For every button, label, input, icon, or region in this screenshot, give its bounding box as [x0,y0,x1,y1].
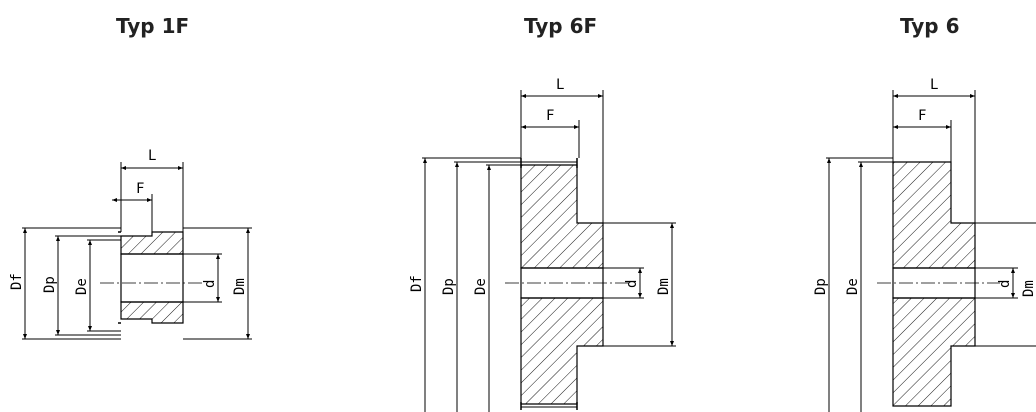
title-typ-6: Typ 6 [900,14,960,38]
label-L-1f: L [148,148,156,164]
label-d-6f: d [624,280,640,288]
label-L-6: L [930,77,938,93]
pulley-section-6-upper [892,161,976,269]
label-De-1f: De [74,278,90,295]
pulley-section-6f-upper [520,164,604,269]
drawing-typ-6: L F Dp De d Dm [813,77,1036,412]
label-Dm-1f: Dm [232,278,248,295]
label-F-1f: F [136,181,144,197]
label-Df-1f: Df [9,273,25,290]
label-De-6f: De [473,278,489,295]
label-F-6: F [918,108,926,124]
pulley-section-6f-lower [520,297,604,405]
label-Dm-6: Dm [1021,280,1036,297]
drawing-typ-6f: L F Df Dp De d Dm [409,77,676,412]
title-typ-6f: Typ 6F [524,14,598,38]
label-d-6: d [997,280,1013,288]
drawing-typ-1f: L F Df Dp De d Dm [9,148,252,340]
label-L-6f: L [556,77,564,93]
label-Dm-6f: Dm [656,278,672,295]
label-d-1f: d [202,280,218,288]
label-Dp-6f: Dp [441,278,457,295]
label-F-6f: F [546,108,554,124]
label-Dp-1f: Dp [42,276,58,293]
hub-section-1f-lower [120,301,184,324]
hub-section-1f [120,231,184,255]
label-De-6: De [845,278,861,295]
pulley-section-6-lower [892,297,976,407]
label-Df-6f: Df [409,275,425,292]
title-typ-1f: Typ 1F [116,14,190,38]
label-Dp-6: Dp [813,278,829,295]
